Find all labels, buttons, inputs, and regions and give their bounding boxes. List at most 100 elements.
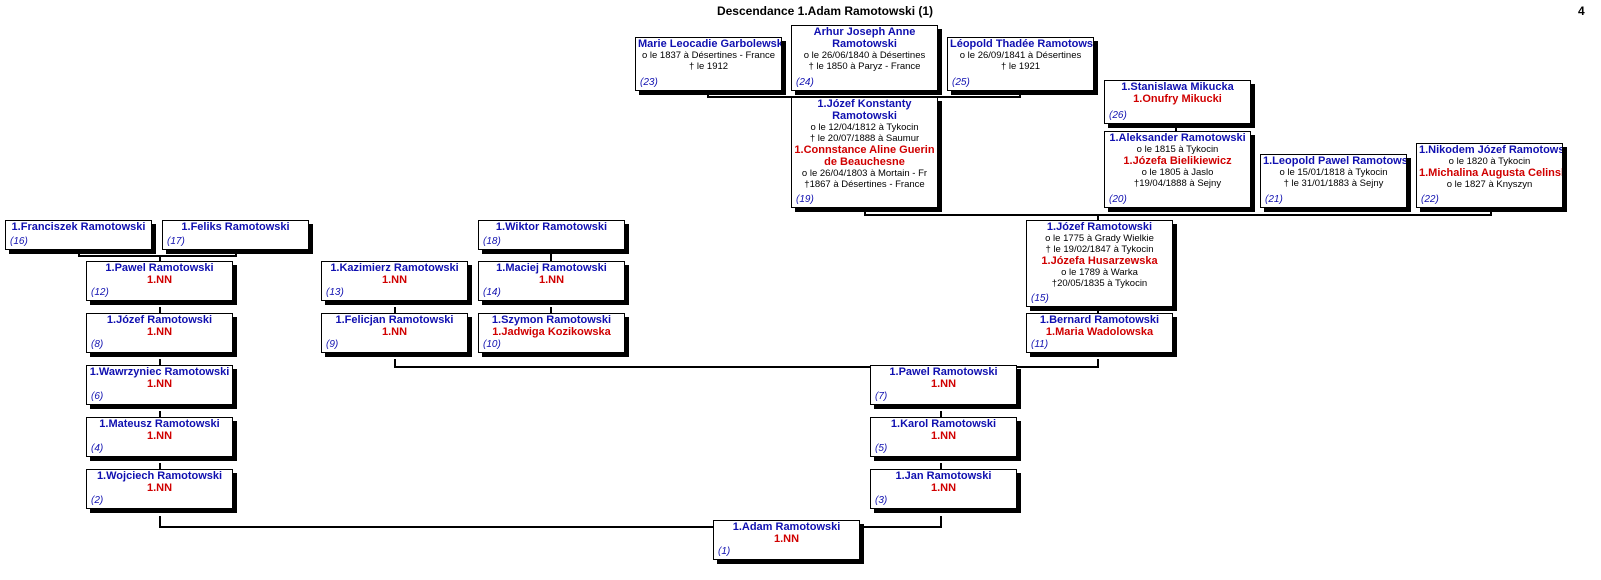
page-number: 4 (1578, 4, 1585, 18)
spouse-birth-info: o le 1827 à Knyszyn (1446, 179, 1533, 190)
person-name: 1.Wiktor Ramotowski (495, 221, 608, 233)
person-name: 1.Mateusz Ramotowski (99, 418, 220, 430)
person-number: (20) (1109, 194, 1127, 205)
person-box-9[interactable]: 1.Felicjan Ramotowski 1.NN (9) (321, 313, 468, 353)
person-number: (5) (875, 443, 888, 454)
person-name: 1.Kazimierz Ramotowski (330, 262, 459, 274)
person-name: 1.Felicjan Ramotowski (335, 314, 454, 326)
person-box-14[interactable]: 1.Maciej Ramotowski 1.NN (14) (478, 261, 625, 301)
death-info: † le 19/02/1847 à Tykocin (1045, 244, 1154, 255)
connector-16-17 (78, 250, 237, 261)
person-name: 1.Feliks Ramotowski (181, 221, 290, 233)
birth-info: o le 15/01/1818 à Tykocin (1279, 167, 1388, 178)
person-box-18[interactable]: 1.Wiktor Ramotowski (18) (478, 220, 625, 250)
person-name: Arhur Joseph Anne Ramotowski (813, 26, 916, 50)
person-number: (2) (91, 495, 104, 506)
person-box-17[interactable]: 1.Feliks Ramotowski (17) (162, 220, 309, 250)
person-box-12[interactable]: 1.Pawel Ramotowski 1.NN (12) (86, 261, 233, 301)
spouse-name: 1.NN (146, 378, 173, 390)
person-number: (22) (1421, 194, 1439, 205)
spouse-name: 1.Maria Wadolowska (1045, 326, 1154, 338)
person-name: 1.Bernard Ramotowski (1039, 314, 1160, 326)
person-number: (14) (483, 287, 501, 298)
spouse-name: 1.Michalina Augusta Celinska (1419, 167, 1562, 179)
spouse-death-info: †20/05/1835 à Tykocin (1051, 278, 1148, 289)
spouse-birth-info: o le 1789 à Warka (1061, 267, 1138, 278)
person-name: 1.Adam Ramotowski (732, 521, 841, 533)
spouse-name: 1.Józefa Bielikiewicz (1123, 155, 1232, 167)
spouse-name: 1.Connstance Aline Guerin de Beauchesne (794, 144, 935, 168)
person-number: (25) (952, 77, 970, 88)
birth-info: o le 1820 à Tykocin (1448, 156, 1531, 167)
person-name: 1.Józef Ramotowski (106, 314, 213, 326)
person-number: (9) (326, 339, 339, 350)
person-box-13[interactable]: 1.Kazimierz Ramotowski 1.NN (13) (321, 261, 468, 301)
person-box-19[interactable]: 1.Józef Konstanty Ramotowski o le 12/04/… (791, 97, 938, 208)
person-box-22[interactable]: 1.Nikodem Józef Ramotowski o le 1820 à T… (1416, 143, 1563, 208)
person-number: (21) (1265, 194, 1283, 205)
spouse-name: 1.NN (930, 378, 957, 390)
person-box-4[interactable]: 1.Mateusz Ramotowski 1.NN (4) (86, 417, 233, 457)
person-box-6[interactable]: 1.Wawrzyniec Ramotowski 1.NN (6) (86, 365, 233, 405)
spouse-name: 1.NN (538, 274, 565, 286)
person-name: 1.Aleksander Ramotowski (1109, 132, 1246, 144)
birth-info: o le 26/06/1840 à Désertines (803, 50, 926, 61)
person-box-5[interactable]: 1.Karol Ramotowski 1.NN (5) (870, 417, 1017, 457)
person-name: 1.Leopold Pawel Ramotowski (1263, 155, 1406, 167)
person-number: (1) (718, 546, 731, 557)
person-number: (6) (91, 391, 104, 402)
person-name: 1.Stanislawa Mikucka (1121, 81, 1234, 93)
person-box-7[interactable]: 1.Pawel Ramotowski 1.NN (7) (870, 365, 1017, 405)
person-number: (10) (483, 339, 501, 350)
person-number: (26) (1109, 110, 1127, 121)
person-name: 1.Pawel Ramotowski (105, 262, 214, 274)
person-number: (3) (875, 495, 888, 506)
death-info: † le 31/01/1883 à Sejny (1283, 178, 1384, 189)
birth-info: o le 26/09/1841 à Désertines (959, 50, 1082, 61)
person-box-1[interactable]: 1.Adam Ramotowski 1.NN (1) (713, 520, 860, 560)
person-number: (8) (91, 339, 104, 350)
spouse-name: 1.NN (930, 482, 957, 494)
person-box-8[interactable]: 1.Józef Ramotowski 1.NN (8) (86, 313, 233, 353)
person-box-20[interactable]: 1.Aleksander Ramotowski o le 1815 à Tyko… (1104, 131, 1251, 208)
person-box-15[interactable]: 1.Józef Ramotowski o le 1775 à Grady Wie… (1026, 220, 1173, 307)
person-number: (15) (1031, 293, 1049, 304)
birth-info: o le 1775 à Grady Wielkie (1045, 233, 1154, 244)
person-name: 1.Wojciech Ramotowski (96, 470, 223, 482)
person-box-10[interactable]: 1.Szymon Ramotowski 1.Jadwiga Kozikowska… (478, 313, 625, 353)
spouse-name: 1.Onufry Mikucki (1133, 93, 1222, 105)
spouse-name: 1.Jadwiga Kozikowska (492, 326, 611, 338)
person-number: (11) (1031, 339, 1049, 350)
person-number: (17) (167, 236, 185, 247)
person-number: (13) (326, 287, 344, 298)
person-name: 1.Józef Ramotowski (1046, 221, 1153, 233)
person-number: (7) (875, 391, 888, 402)
person-name: 1.Pawel Ramotowski (889, 366, 998, 378)
death-info: † le 1850 à Paryz - France (808, 61, 921, 72)
person-box-26[interactable]: 1.Stanislawa Mikucka 1.Onufry Mikucki (2… (1104, 80, 1251, 124)
spouse-birth-info: o le 26/04/1803 à Mortain - Fr (801, 168, 928, 179)
person-name: 1.Nikodem Józef Ramotowski (1419, 144, 1562, 156)
person-box-25[interactable]: Léopold Thadée Ramotowski o le 26/09/184… (947, 37, 1094, 91)
person-number: (23) (640, 77, 658, 88)
person-box-11[interactable]: 1.Bernard Ramotowski 1.Maria Wadolowska … (1026, 313, 1173, 353)
birth-info: o le 1815 à Tykocin (1136, 144, 1219, 155)
person-name: 1.Franciszek Ramotowski (11, 221, 146, 233)
spouse-name: 1.NN (381, 274, 408, 286)
person-box-2[interactable]: 1.Wojciech Ramotowski 1.NN (2) (86, 469, 233, 509)
person-box-24[interactable]: Arhur Joseph Anne Ramotowski o le 26/06/… (791, 25, 938, 91)
person-box-16[interactable]: 1.Franciszek Ramotowski (16) (5, 220, 152, 250)
death-info: † le 1921 (1000, 61, 1041, 72)
spouse-name: 1.Józefa Husarzewska (1041, 255, 1158, 267)
spouse-name: 1.NN (773, 533, 800, 545)
death-info: † le 1912 (688, 61, 729, 72)
person-box-21[interactable]: 1.Leopold Pawel Ramotowski o le 15/01/18… (1260, 154, 1407, 208)
person-name: Marie Leocadie Garbolewska (638, 38, 781, 50)
person-box-3[interactable]: 1.Jan Ramotowski 1.NN (3) (870, 469, 1017, 509)
death-info: † le 20/07/1888 à Saumur (809, 133, 920, 144)
page-title: Descendance 1.Adam Ramotowski (1) (716, 4, 934, 18)
person-box-23[interactable]: Marie Leocadie Garbolewska o le 1837 à D… (635, 37, 782, 91)
person-number: (16) (10, 236, 28, 247)
spouse-death-info: †1867 à Désertines - France (804, 179, 925, 190)
spouse-name: 1.NN (930, 430, 957, 442)
